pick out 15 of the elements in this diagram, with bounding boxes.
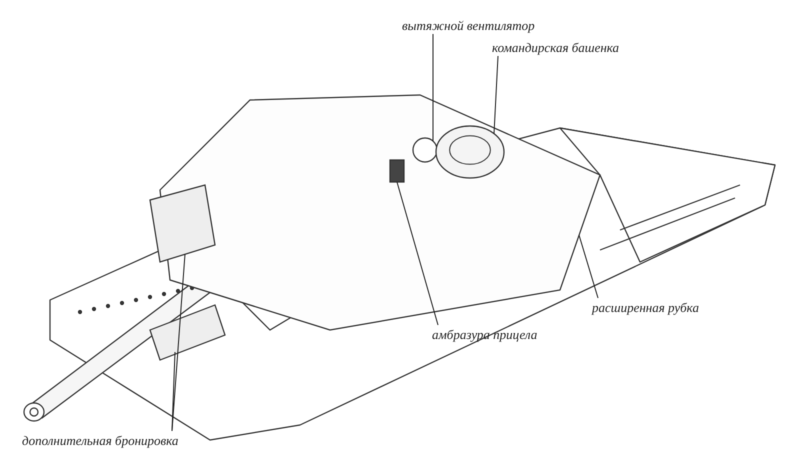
armor-plate xyxy=(149,184,216,263)
part-label: дополнительная бронировка xyxy=(22,433,178,448)
leader-line xyxy=(494,56,498,134)
leader-line xyxy=(432,34,434,142)
leader-line xyxy=(172,352,176,432)
ventilator-cover xyxy=(412,137,438,163)
armor-plate xyxy=(149,304,226,361)
gun-sight-port xyxy=(389,159,405,183)
commander-cupola xyxy=(435,125,505,179)
part-label: расширенная рубка xyxy=(592,300,699,315)
part-label: командирская башенка xyxy=(492,40,620,55)
leader-line xyxy=(578,234,598,298)
leader-line xyxy=(396,182,438,326)
part-label: амбразура прицела xyxy=(432,327,538,342)
part-label: вытяжной вентилятор xyxy=(402,18,535,33)
